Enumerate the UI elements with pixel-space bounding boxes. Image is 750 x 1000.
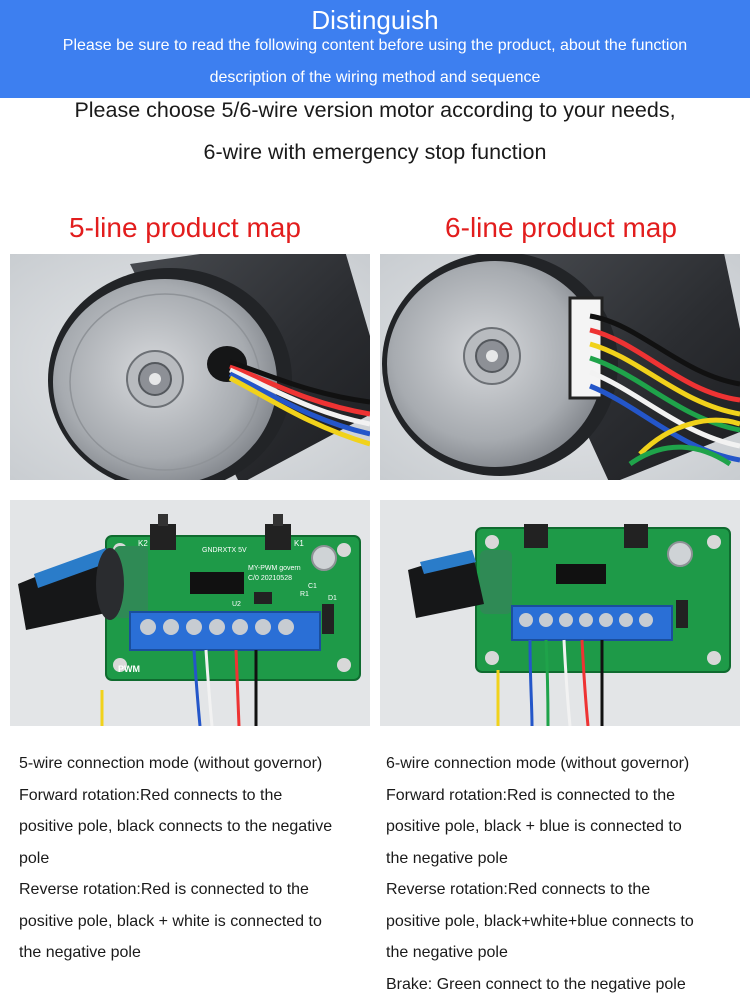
six-wire-desc-line: positive pole, black+white+blue connects…	[386, 912, 694, 930]
six-wire-desc-line: Forward rotation:Red is connected to the	[386, 786, 676, 804]
banner-subtitle-line-1: Please be sure to read the following con…	[62, 37, 688, 54]
six-wire-description: 6-wire connection mode (without governor…	[386, 748, 746, 1000]
five-wire-desc-line: Reverse rotation:Red is connected to the	[19, 881, 309, 898]
six-wire-desc-line: the negative pole	[386, 849, 508, 867]
board-label-c1: C1	[308, 583, 317, 590]
six-wire-board-photo	[380, 500, 740, 726]
banner-title: Distinguish	[311, 5, 439, 35]
banner-subtitle-line-2: description of the wiring method and seq…	[209, 69, 541, 86]
five-line-map-title: 5-line product map	[69, 212, 301, 243]
six-wire-desc-line: 6-wire connection mode (without governor…	[386, 755, 690, 772]
board-label-brand: GNDRXTX 5V	[202, 547, 247, 554]
board-label-u2: U2	[232, 601, 241, 608]
board-label-model: MY-PWM govern	[248, 565, 301, 572]
five-wire-desc-line: 5-wire connection mode (without governor…	[19, 755, 323, 772]
six-line-map-title: 6-line product map	[445, 212, 677, 243]
five-wire-motor-photo	[10, 254, 370, 480]
six-wire-desc-line: Reverse rotation:Red connects to the	[386, 881, 651, 898]
board-label-pwm: PWM	[118, 664, 140, 674]
board-label-r1: R1	[300, 591, 309, 598]
six-wire-motor-photo	[380, 254, 740, 480]
five-wire-desc-line: pole	[19, 849, 50, 867]
five-wire-description: 5-wire connection mode (without governor…	[19, 748, 379, 969]
intro-line-1: Please choose 5/6-wire version motor acc…	[74, 98, 676, 122]
six-wire-desc-line: positive pole, black + blue is connected…	[386, 818, 682, 835]
board-label-code: C/0 20210528	[248, 575, 292, 582]
six-wire-desc-line: the negative pole	[386, 944, 508, 961]
five-wire-desc-line: Forward rotation:Red connects to the	[19, 786, 283, 804]
header-banner: Distinguish Please be sure to read the f…	[0, 0, 750, 98]
six-wire-desc-line: Brake: Green connect to the negative pol…	[386, 975, 686, 993]
board-label-k1: K1	[294, 539, 304, 548]
five-wire-board-photo: K2 K1 GNDRXTX 5V MY-PWM govern C/0 20210…	[10, 500, 370, 726]
intro-line-2: 6-wire with emergency stop function	[203, 140, 547, 164]
five-wire-desc-line: the negative pole	[19, 944, 141, 961]
five-wire-desc-line: positive pole, black + white is connecte…	[19, 912, 322, 930]
board-label-k2: K2	[138, 539, 148, 548]
five-wire-desc-line: positive pole, black connects to the neg…	[19, 818, 333, 835]
board-label-d1: D1	[328, 595, 337, 602]
